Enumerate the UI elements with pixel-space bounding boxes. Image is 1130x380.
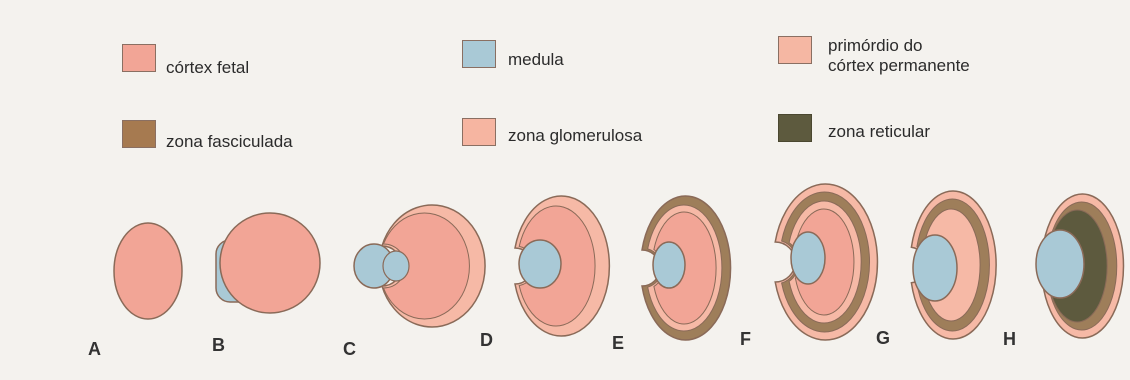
stage-d-medula xyxy=(519,240,561,288)
stage-label-g: G xyxy=(876,328,890,348)
stage-label-b: B xyxy=(212,335,225,355)
stage-f-medula xyxy=(791,232,825,284)
stage-label-e: E xyxy=(612,333,624,353)
stage-g-medula xyxy=(913,235,957,301)
stage-h-medula xyxy=(1036,230,1084,298)
stage-label-c: C xyxy=(343,339,356,359)
stage-c-medula-inner xyxy=(383,251,409,281)
stage-label-h: H xyxy=(1003,329,1016,349)
stage-e-medula xyxy=(653,242,685,288)
stage-label-f: F xyxy=(740,329,751,349)
stage-b-cortex-fetal xyxy=(220,213,320,313)
stage-a-cortex-fetal xyxy=(114,223,182,319)
stage-label-a: A xyxy=(88,339,101,359)
stage-label-d: D xyxy=(480,330,493,350)
